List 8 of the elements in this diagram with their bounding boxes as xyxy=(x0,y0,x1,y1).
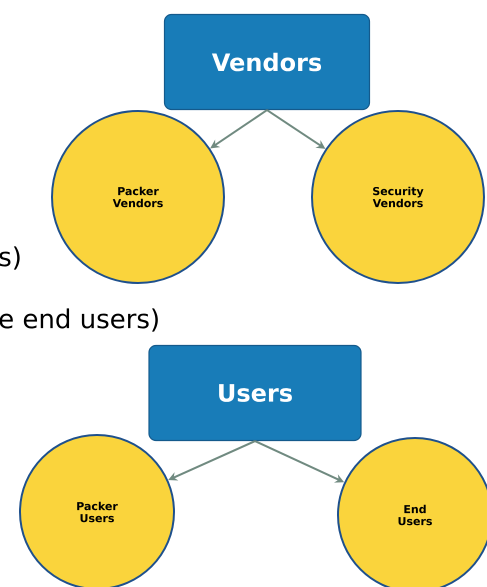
circle-node: Security Vendors xyxy=(311,110,485,284)
process-box: Users xyxy=(148,344,362,442)
cut-text: e end users) xyxy=(0,308,158,332)
cut-text: s) xyxy=(0,246,20,270)
circle-node: Packer Vendors xyxy=(51,110,225,284)
process-box: Vendors xyxy=(164,14,370,110)
circle-node: Packer Users xyxy=(19,434,175,587)
circle-node: End Users xyxy=(337,437,487,587)
